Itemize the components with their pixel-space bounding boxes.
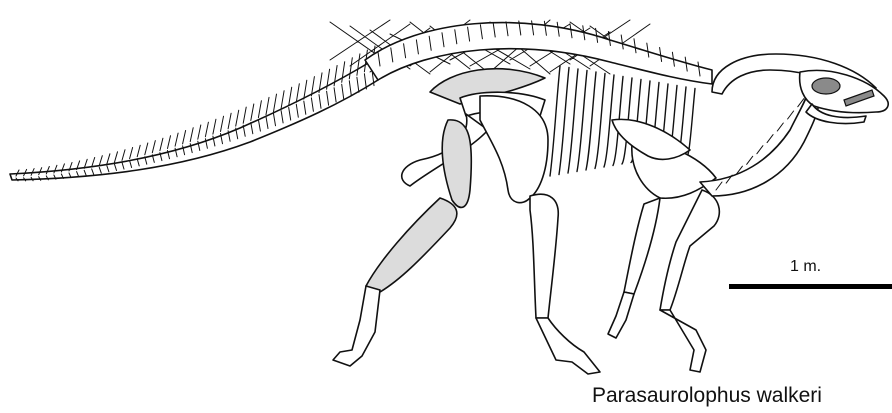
- scale-label: 1 m.: [790, 258, 821, 276]
- species-label: Parasaurolophus walkeri: [592, 384, 822, 408]
- tail: [10, 46, 378, 181]
- dorsal-vertebrae: [365, 21, 712, 84]
- hind-limb-near: [480, 96, 600, 374]
- scale-bar: [729, 284, 892, 289]
- scapula: [612, 119, 690, 159]
- orbit: [812, 78, 840, 94]
- fore-limb-far: [660, 190, 719, 372]
- neck: [700, 86, 820, 196]
- hind-limb-far: [333, 120, 471, 366]
